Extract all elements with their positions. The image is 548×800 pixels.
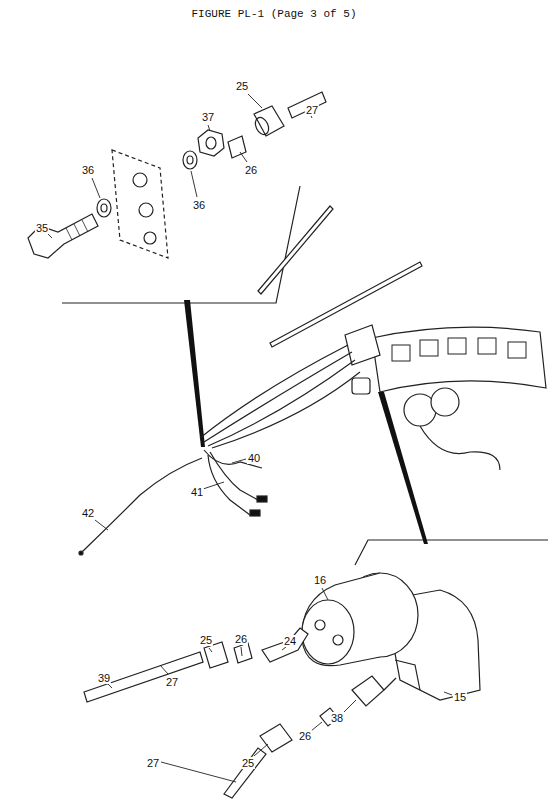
callout-number: 25 — [241, 757, 255, 769]
terminal — [79, 551, 83, 555]
callout-number: 36 — [81, 164, 95, 176]
washer — [183, 151, 197, 169]
panel-hole — [139, 203, 153, 217]
figure-title: FIGURE PL-1 (Page 3 of 5) — [191, 8, 356, 20]
gauge-port — [315, 620, 325, 630]
fitting-stem — [384, 678, 396, 690]
plug — [250, 510, 260, 516]
inset-outline — [355, 540, 548, 565]
callout-number: 37 — [201, 111, 215, 123]
callout-number: 27 — [305, 104, 319, 116]
callout-number: 15 — [453, 691, 467, 703]
inset-pointer — [184, 300, 205, 447]
tube — [224, 748, 266, 798]
gauge-connector — [345, 325, 380, 365]
callout-number: 27 — [146, 757, 160, 769]
plug — [257, 496, 267, 502]
housing-wire — [395, 660, 420, 690]
nut-hole — [206, 137, 216, 149]
washer — [97, 199, 111, 217]
callout-number: 42 — [81, 507, 95, 519]
callout-number: 25 — [199, 634, 213, 646]
callout-number: 26 — [298, 730, 312, 742]
gauge-case — [302, 573, 380, 666]
sleeve — [234, 643, 252, 663]
elbow-fitting — [28, 214, 98, 258]
gauge-stub — [352, 378, 370, 394]
ground-wire — [82, 458, 202, 552]
harness-wire — [208, 360, 355, 446]
gauge-face — [302, 600, 354, 664]
fitting — [352, 676, 384, 706]
callout-number: 38 — [330, 712, 344, 724]
washer-hole — [101, 204, 107, 212]
panel-section — [112, 150, 168, 258]
union-nut — [260, 724, 292, 752]
callout-number: 36 — [192, 199, 206, 211]
gauge-wire — [420, 426, 500, 470]
sleeve — [228, 136, 246, 158]
callout-number: 24 — [283, 635, 297, 647]
rod — [258, 206, 333, 294]
harness-wire — [212, 372, 360, 448]
elbow-fitting — [262, 628, 308, 662]
harness-wire — [204, 352, 352, 442]
callout-number: 41 — [190, 486, 204, 498]
leader-lines — [48, 94, 452, 782]
callout-number: 39 — [97, 672, 111, 684]
thread — [66, 220, 88, 240]
instrument-panel — [372, 327, 546, 392]
callout-number: 25 — [235, 80, 249, 92]
inset-pointer — [378, 392, 428, 544]
callout-number: 26 — [234, 633, 248, 645]
nut — [198, 130, 224, 156]
union-opening — [253, 115, 271, 136]
callout-number: 40 — [247, 452, 261, 464]
panel-hole — [144, 232, 156, 244]
hose — [84, 652, 203, 702]
washer-hole — [187, 156, 193, 164]
callout-number: 26 — [244, 164, 258, 176]
harness-wire — [204, 450, 262, 468]
callout-number: 27 — [165, 676, 179, 688]
callout-number: 16 — [313, 574, 327, 586]
panel-cutouts — [392, 338, 526, 361]
gauge-port — [333, 635, 343, 645]
gauge-body — [431, 388, 459, 416]
callout-number: 35 — [35, 222, 49, 234]
panel-hole — [133, 173, 147, 187]
tube — [288, 92, 326, 118]
